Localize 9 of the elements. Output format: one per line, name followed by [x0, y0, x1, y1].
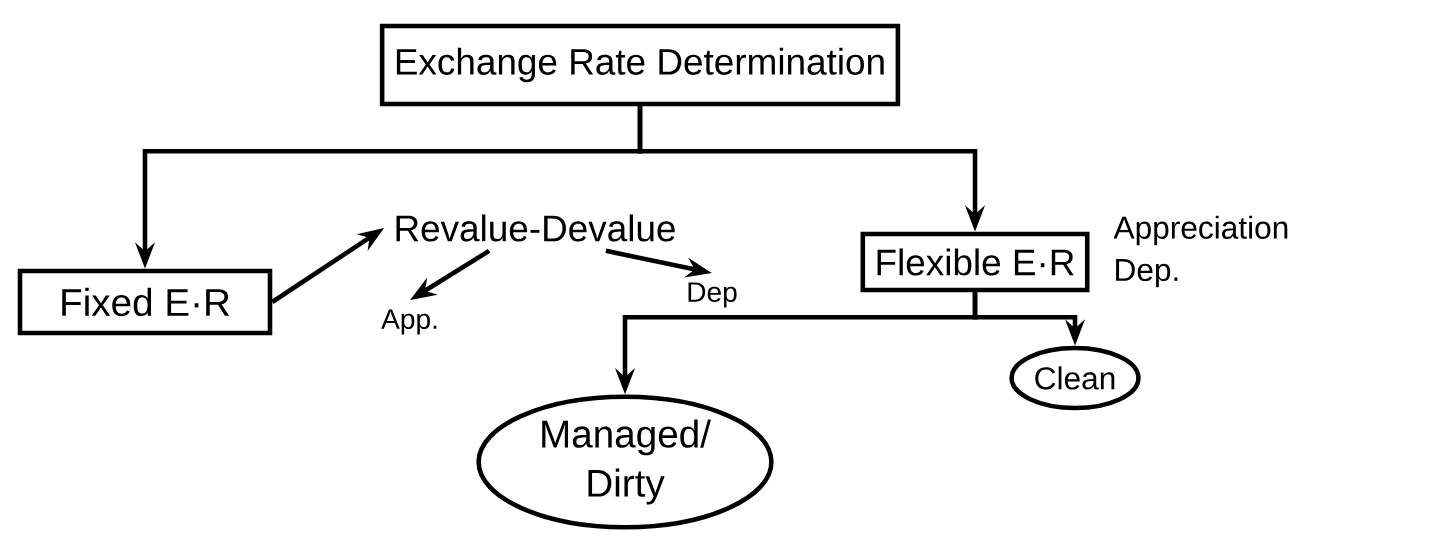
note-text: Dep	[688, 282, 737, 308]
title-box: Exchange Rate Determination	[379, 23, 901, 107]
note-text: Revalue-Devalue	[396, 214, 675, 242]
process-box: Fixed E·R	[17, 268, 273, 336]
note-text: App.	[381, 309, 437, 335]
ellipse-node: Managed/ Dirty	[476, 394, 774, 530]
circle-node: Clean	[1009, 345, 1141, 411]
process-box: Flexible E·R	[860, 231, 1090, 293]
side-note: Appreciation Dep.	[1113, 215, 1288, 288]
